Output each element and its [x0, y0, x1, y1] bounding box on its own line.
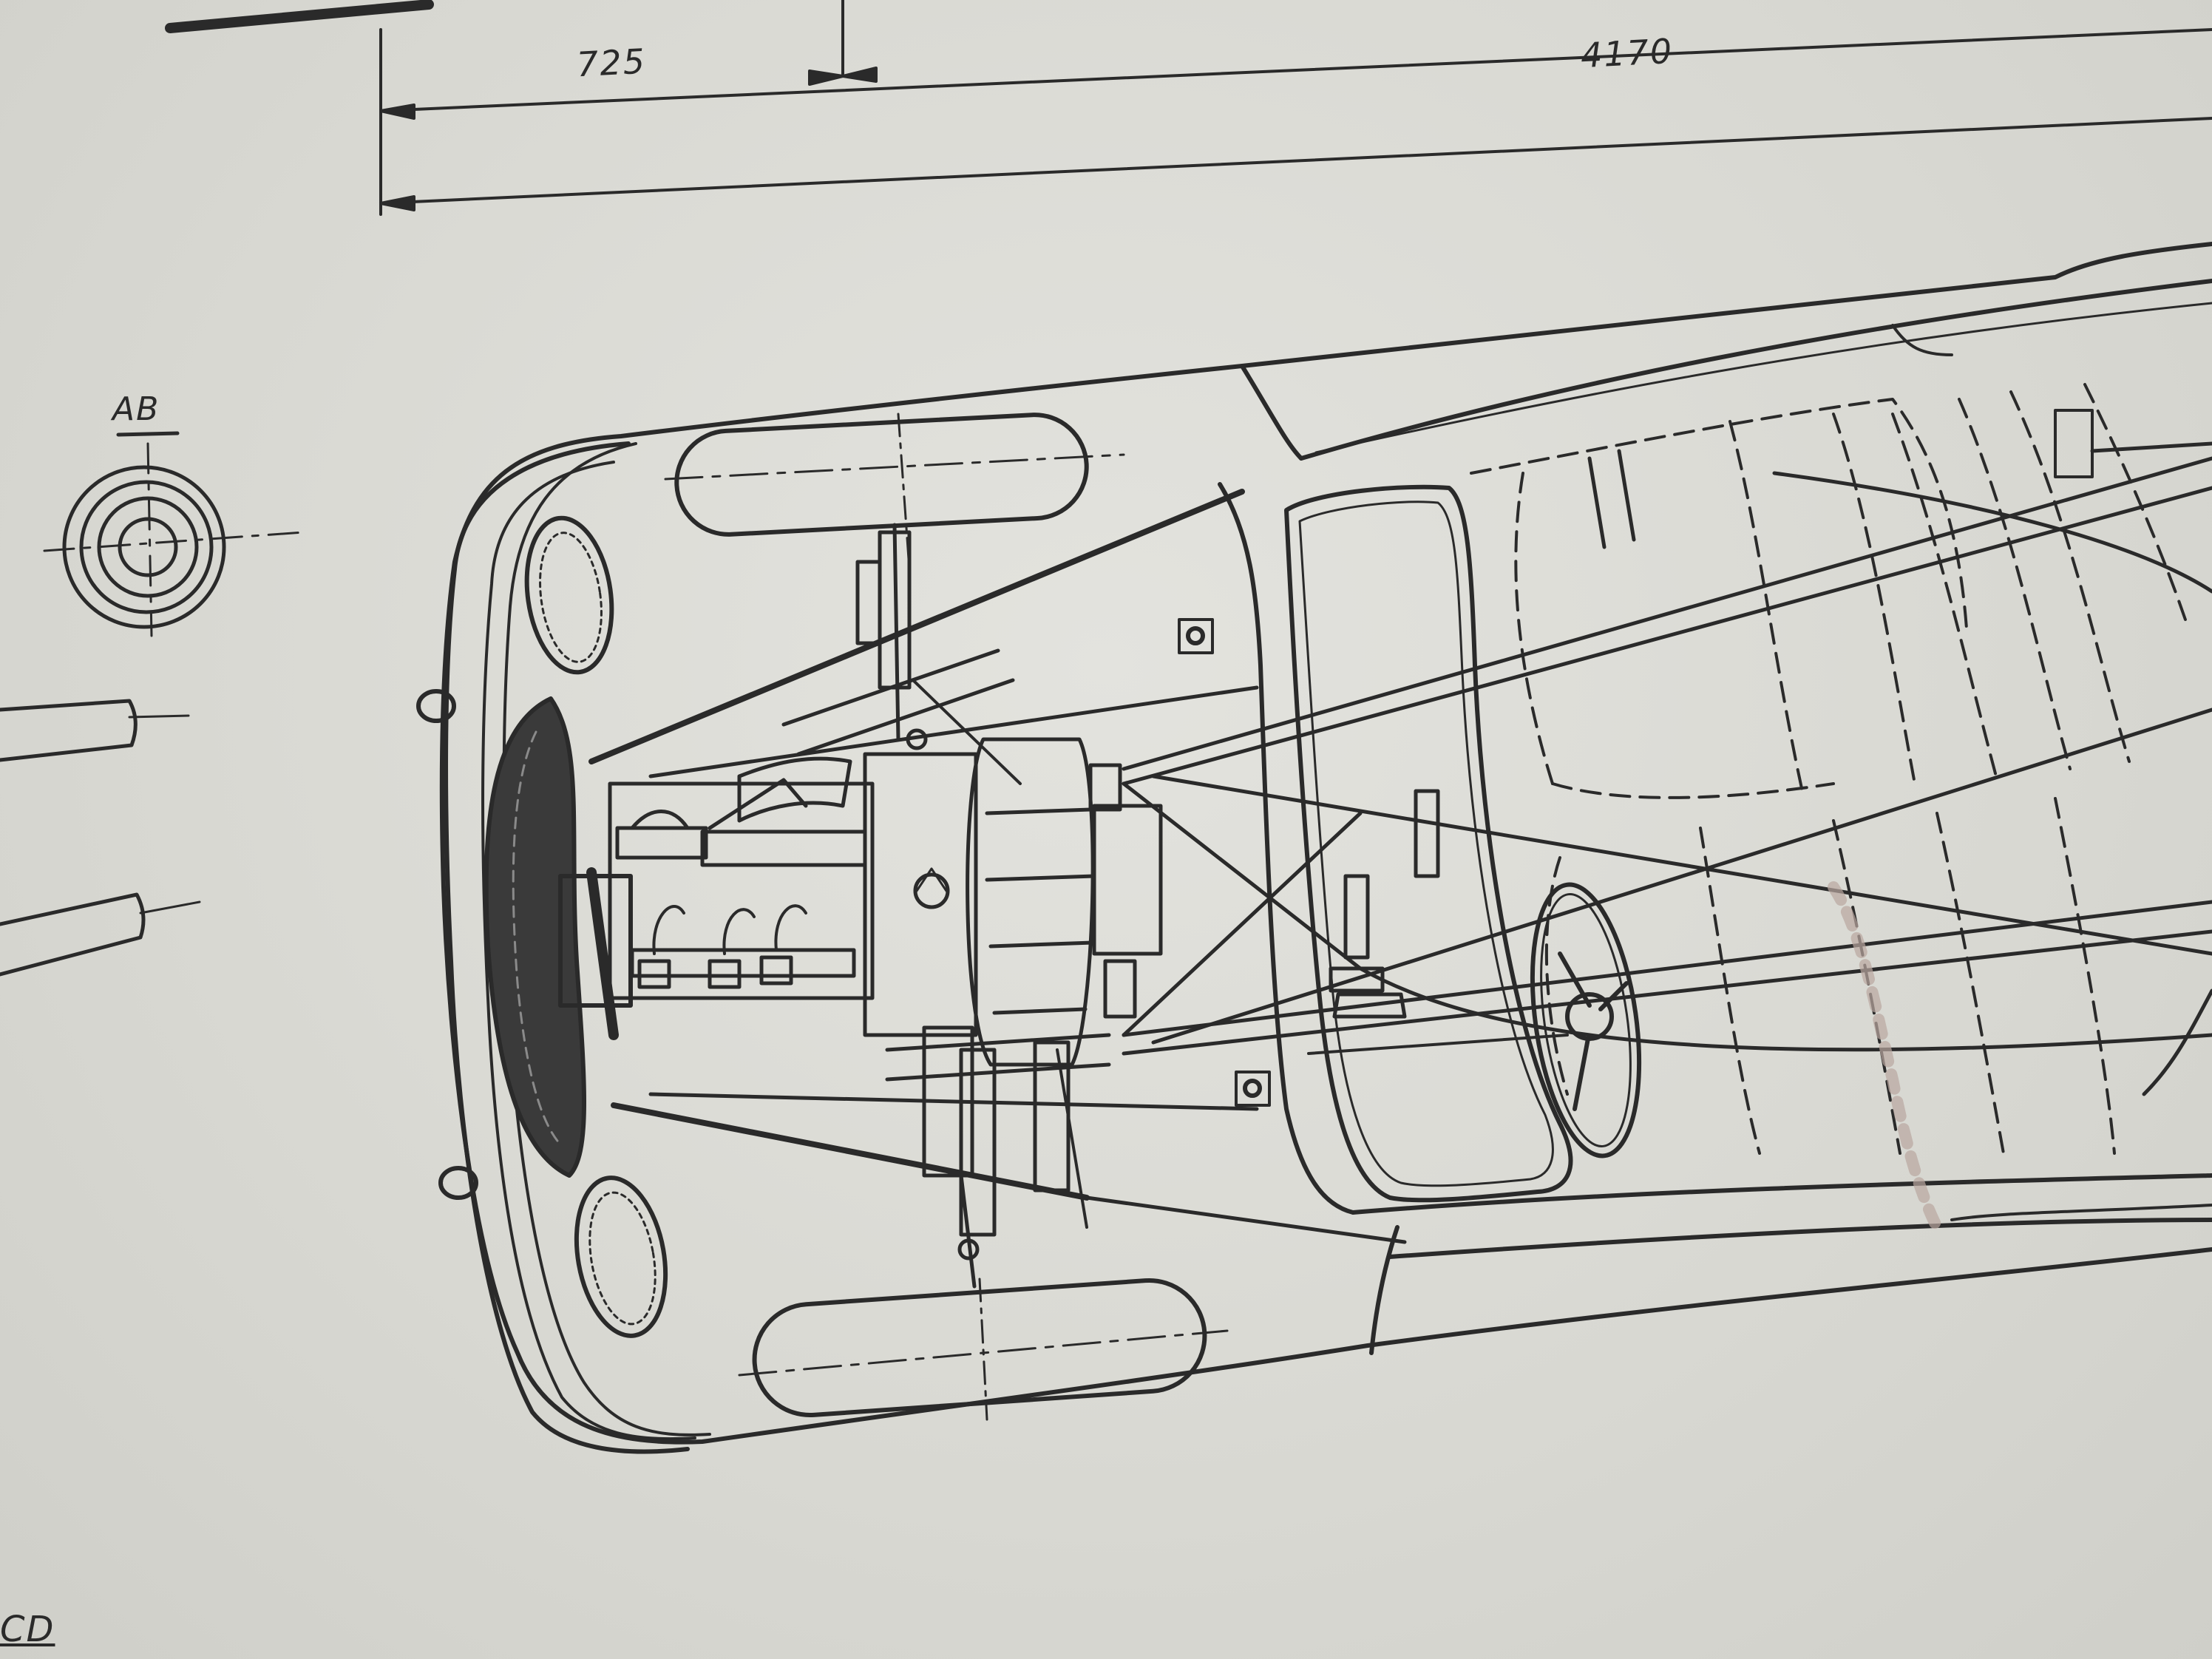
front-wheels	[664, 413, 1229, 1421]
dimension-wheelbase-label: 4170	[1579, 30, 1675, 76]
front-suspension	[855, 523, 1111, 1289]
section-ab-symbol	[43, 431, 305, 637]
front-grille	[484, 696, 586, 1178]
steering-wheel	[1307, 882, 1642, 1158]
dimension-lines	[165, 0, 2212, 216]
car-body-outline	[439, 242, 2212, 1445]
dimension-front-overhang-label: 725	[575, 41, 648, 85]
headlights	[524, 515, 668, 1338]
section-ab-label: AB	[112, 390, 160, 428]
section-cd-label: CD	[0, 1609, 55, 1650]
paper-stain	[1828, 881, 1943, 1233]
carburetors	[630, 904, 856, 989]
left-detail-parts	[0, 699, 201, 977]
pedals	[1329, 789, 1440, 1019]
chassis-frame	[588, 409, 2212, 1244]
front-bumper	[416, 441, 696, 1454]
interior-dashed-outlines	[1470, 383, 2190, 1155]
door-frame	[1178, 484, 1573, 1203]
engine-assembly	[558, 648, 1163, 1067]
